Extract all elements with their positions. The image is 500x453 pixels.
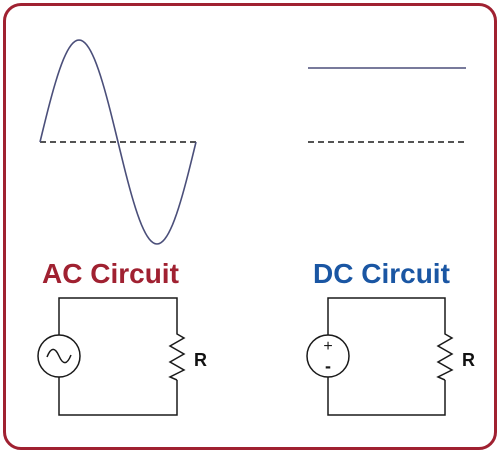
dc-circuit: [306, 297, 454, 416]
ac-circuit: [37, 297, 186, 416]
dc-plus-sign: +: [323, 338, 332, 355]
ac-circuit-title: AC Circuit: [42, 258, 179, 289]
dc-minus-sign: -: [325, 356, 331, 376]
dc-wire-top: [327, 297, 446, 335]
dc-resistor-label: R: [462, 350, 475, 370]
ac-resistor-icon: [168, 332, 186, 381]
ac-resistor-label: R: [194, 350, 207, 370]
dc-waveform: [308, 67, 466, 143]
ac-waveform: [39, 39, 197, 245]
ac-source-icon: [37, 334, 81, 378]
dc-circuit-title: DC Circuit: [313, 258, 450, 289]
ac-wire-top: [58, 297, 178, 355]
dc-source-icon: [306, 334, 350, 378]
ac-wire-bottom: [58, 375, 178, 416]
dc-resistor-icon: [436, 332, 454, 381]
frame-border: [3, 3, 497, 450]
ac-sine-wave: [39, 39, 197, 245]
dc-wire-bottom: [327, 377, 446, 416]
